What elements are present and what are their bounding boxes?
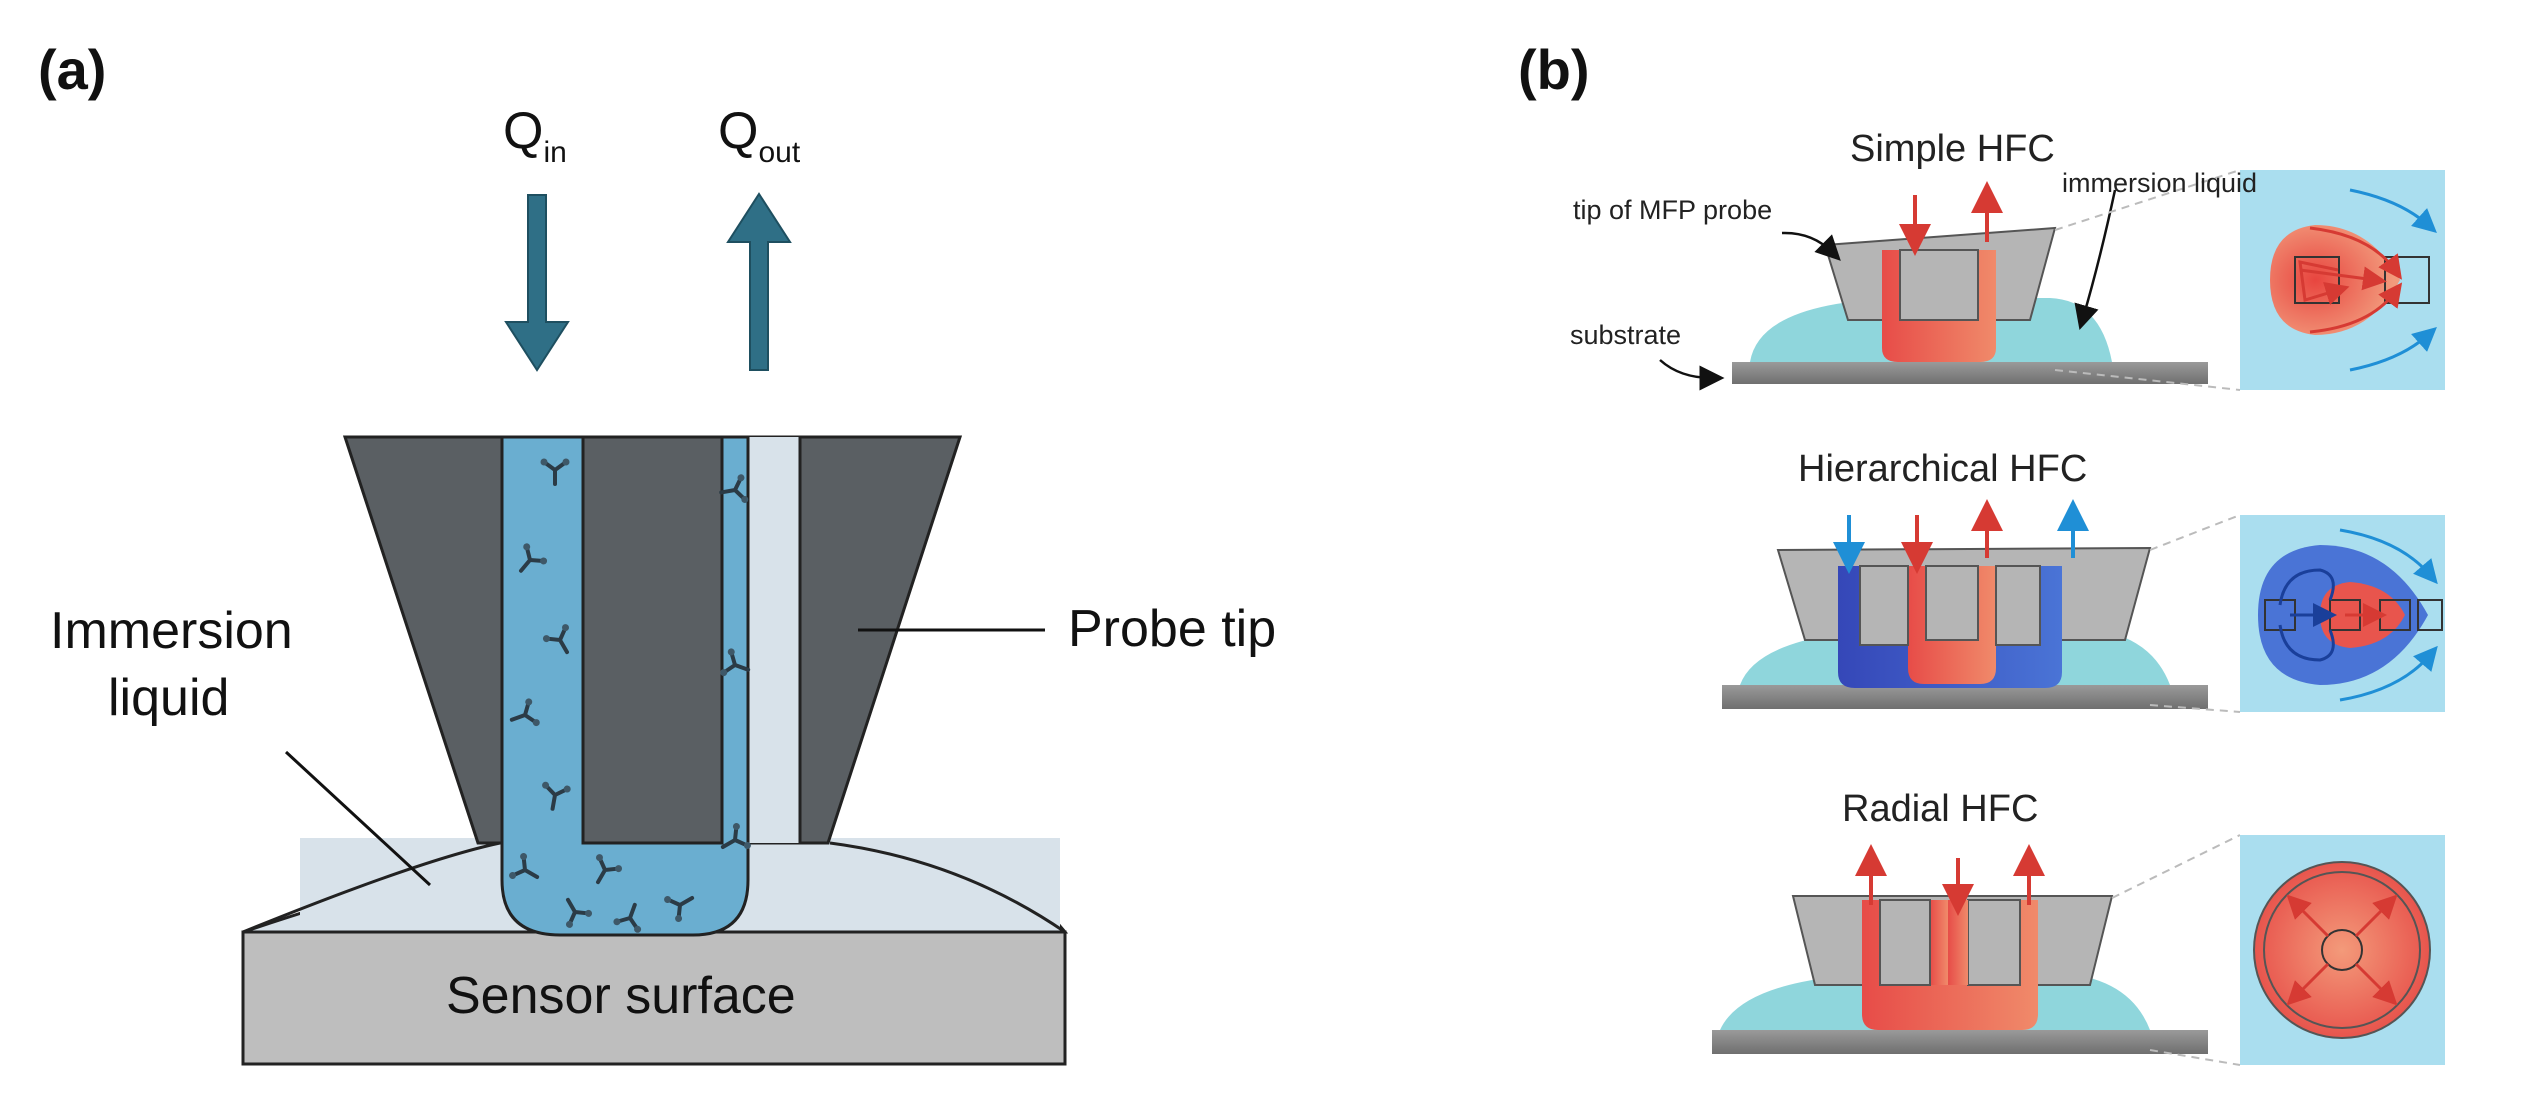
panel-a-diagram xyxy=(241,192,1069,1066)
substrate-label: substrate xyxy=(1570,320,1682,350)
sensor-surface-label: Sensor surface xyxy=(446,967,796,1025)
panel-b-label: (b) xyxy=(1518,38,1590,101)
outlet-channel xyxy=(748,437,800,843)
immersion-liquid-label-line1: Immersion xyxy=(50,602,293,660)
q-in-arrow-icon xyxy=(504,194,570,372)
probe-tip-label: Probe tip xyxy=(1068,600,1277,658)
immersion-liquid-label-line2: liquid xyxy=(108,669,230,727)
hierarchical-red-flow xyxy=(1908,566,1996,684)
hierarchical-hfc-diagram xyxy=(1722,499,2445,713)
panel-a-label: (a) xyxy=(38,38,107,101)
simple-hfc-diagram xyxy=(1659,169,2445,391)
simple-hfc-title: Simple HFC xyxy=(1850,128,2055,170)
simple-substrate xyxy=(1732,362,2208,384)
q-out-arrow-icon xyxy=(726,192,792,371)
immersion-leader-line xyxy=(284,750,432,887)
q-in-label: Qin xyxy=(503,102,567,168)
tip-of-mfp-probe-label: tip of MFP probe xyxy=(1573,195,1773,225)
simple-red-flow xyxy=(1882,250,1996,362)
q-in-main: Q xyxy=(503,102,544,160)
hierarchical-hfc-title: Hierarchical HFC xyxy=(1798,448,2088,490)
probe-center-wall xyxy=(581,435,724,845)
q-out-sub: out xyxy=(758,136,801,169)
q-in-sub: in xyxy=(543,136,567,169)
radial-substrate xyxy=(1712,1030,2208,1054)
hierarchical-blue-flow xyxy=(1838,566,2062,688)
radial-hfc-title: Radial HFC xyxy=(1842,788,2039,830)
radial-red-flow xyxy=(1862,900,2038,1030)
hierarchical-substrate xyxy=(1722,685,2208,709)
q-out-main: Q xyxy=(718,102,759,160)
sensor-surface-block xyxy=(241,930,1067,1066)
immersion-liquid-b-label: immersion liquid xyxy=(2062,168,2258,198)
q-out-label: Qout xyxy=(718,102,800,168)
radial-hfc-diagram xyxy=(1712,834,2445,1066)
